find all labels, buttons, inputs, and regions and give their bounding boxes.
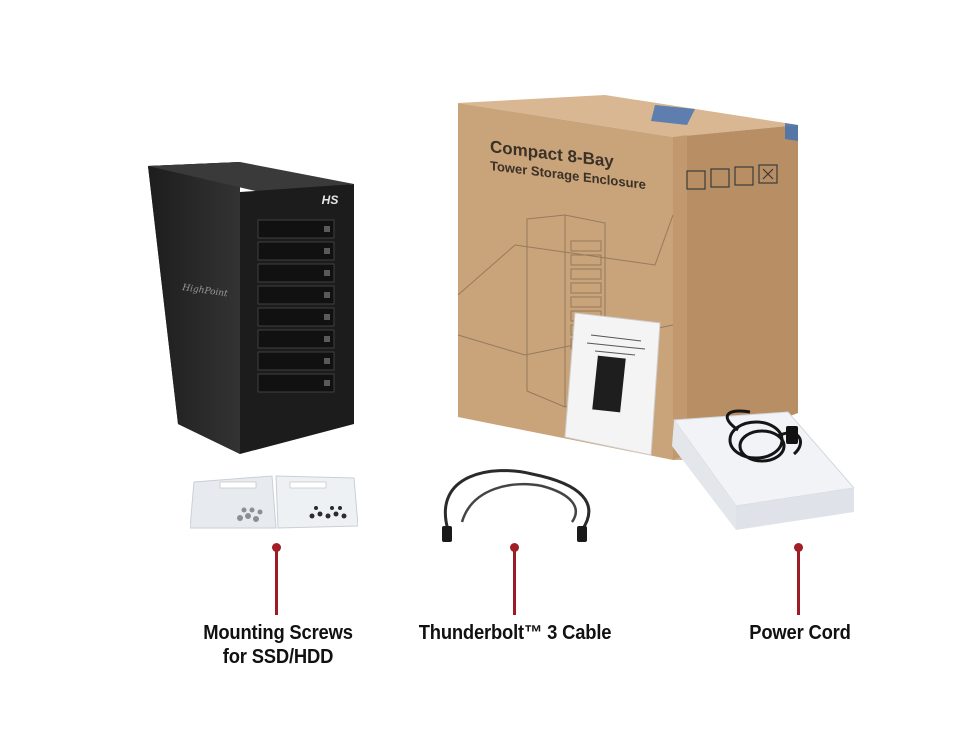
cardboard-box-icon	[457, 95, 798, 460]
cable-label-text: Thunderbolt™ 3 Cable	[418, 622, 612, 644]
cable-marker	[510, 543, 519, 615]
power-label-text: Power Cord	[749, 622, 851, 644]
screw-bag-icon	[190, 475, 358, 529]
screws-label-line1: Mounting Screws	[203, 622, 353, 644]
screws-label-line2: for SSD/HDD	[222, 646, 334, 668]
cable-label: Thunderbolt™ 3 Cable	[409, 621, 621, 645]
usb-c-cable-icon	[442, 469, 591, 542]
power-marker	[794, 543, 803, 615]
screws-label: Mounting Screws for SSD/HDD	[186, 621, 370, 669]
power-cord-box-icon	[672, 409, 854, 530]
screws-marker	[272, 543, 281, 615]
power-label: Power Cord	[726, 621, 873, 645]
tower-logo: HS	[322, 193, 339, 207]
storage-tower-icon: HS HighPoint	[148, 162, 354, 454]
